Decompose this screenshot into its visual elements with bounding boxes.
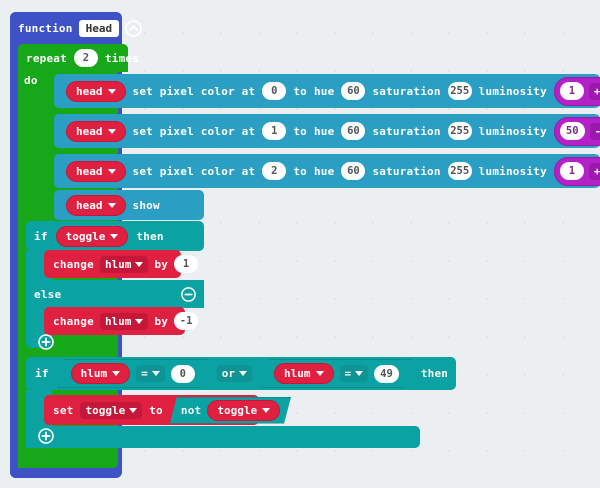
hue-field-1[interactable]: 60 <box>341 82 366 100</box>
target-dropdown-2[interactable]: head <box>66 120 126 142</box>
target-dropdown-1[interactable]: head <box>66 80 126 102</box>
math-block-2[interactable]: 50 - hlum <box>553 116 600 146</box>
math-operator-dropdown-1[interactable]: + <box>588 82 600 100</box>
pixel-index-field-3[interactable]: 2 <box>262 162 287 180</box>
function-block-header[interactable]: function Head <box>10 12 142 44</box>
set-toggle-block[interactable]: set toggle to not toggle <box>44 395 259 425</box>
compare-right-value-field[interactable]: 49 <box>374 365 399 383</box>
else-label: else <box>34 287 62 301</box>
luminosity-label-3: luminosity <box>478 164 547 178</box>
target-dropdown-3[interactable]: head <box>66 160 126 182</box>
minus-circle-icon[interactable] <box>181 286 196 302</box>
hue-label-1: hue <box>313 84 335 98</box>
if-condition-dropdown[interactable]: toggle <box>55 225 129 247</box>
show-label: show <box>132 198 160 212</box>
set-keyword: set <box>53 403 74 417</box>
compare-left-operator-dropdown[interactable]: = <box>136 365 165 382</box>
repeat-count-field[interactable]: 2 <box>73 49 98 67</box>
if-bounds-footer <box>26 426 420 448</box>
pixel-index-field-1[interactable]: 0 <box>262 82 287 100</box>
math-operand-a-3[interactable]: 1 <box>559 162 584 180</box>
repeat-keyword: repeat <box>26 51 67 65</box>
not-label: not <box>180 403 202 417</box>
if-bounds-then-label: then <box>420 367 449 380</box>
repeat-times-label: times <box>104 51 140 65</box>
saturation-field-2[interactable]: 255 <box>447 122 472 140</box>
set-pixel-color-block-1[interactable]: head set pixel color at 0 to hue 60 satu… <box>54 74 600 108</box>
hue-field-2[interactable]: 60 <box>341 122 366 140</box>
show-block[interactable]: head show <box>54 190 204 220</box>
saturation-label-3: saturation <box>372 164 441 178</box>
chevron-up-circle-icon[interactable] <box>125 19 142 37</box>
compare-block-left[interactable]: hlum = 0 <box>58 359 208 388</box>
math-operand-a-2[interactable]: 50 <box>559 122 585 140</box>
to-label-2: to <box>293 124 307 138</box>
saturation-field-1[interactable]: 255 <box>447 82 472 100</box>
if-bounds-label: if <box>35 367 49 380</box>
repeat-do-label: do <box>24 74 38 87</box>
saturation-field-3[interactable]: 255 <box>447 162 472 180</box>
compare-right-var-dropdown[interactable]: hlum <box>274 363 334 384</box>
compare-left-value-field[interactable]: 0 <box>171 365 195 383</box>
pixel-index-field-2[interactable]: 1 <box>262 122 287 140</box>
not-block[interactable]: not toggle <box>170 397 291 424</box>
if-bounds-add-branch-icon-wrap[interactable] <box>38 428 58 448</box>
to-label-3: to <box>293 164 307 178</box>
not-operand-dropdown[interactable]: toggle <box>207 400 280 421</box>
show-target-dropdown[interactable]: head <box>66 194 126 216</box>
hue-label-2: hue <box>313 124 335 138</box>
math-operator-dropdown-2[interactable]: - <box>589 122 600 140</box>
if-toggle-block[interactable]: if toggle then <box>26 221 204 251</box>
set-pixel-label-1: set pixel color at <box>132 84 256 98</box>
change-keyword-then: change <box>53 257 94 271</box>
compare-right-operator-dropdown[interactable]: = <box>340 365 369 382</box>
set-pixel-color-block-3[interactable]: head set pixel color at 2 to hue 60 satu… <box>54 154 600 188</box>
change-amount-field-then[interactable]: 1 <box>174 255 199 273</box>
set-to-label: to <box>149 403 163 417</box>
if-bounds-block[interactable]: if hlum = 0 or hlum = 49 then <box>26 357 456 390</box>
change-variable-dropdown-then[interactable]: hlum <box>99 255 149 273</box>
luminosity-label-2: luminosity <box>478 124 547 138</box>
saturation-label-1: saturation <box>372 84 441 98</box>
to-label-1: to <box>293 84 307 98</box>
then-label: then <box>136 229 164 243</box>
change-keyword-else: change <box>53 314 94 328</box>
change-hlum-block-else[interactable]: change hlum by -1 <box>44 307 199 335</box>
change-variable-dropdown-else[interactable]: hlum <box>99 312 149 330</box>
change-hlum-block-then[interactable]: change hlum by 1 <box>44 250 199 278</box>
hue-label-3: hue <box>313 164 335 178</box>
compare-block-right[interactable]: hlum = 49 <box>261 359 412 388</box>
set-variable-dropdown[interactable]: toggle <box>80 401 143 419</box>
if-toggle-add-branch-icon-wrap[interactable] <box>38 334 58 354</box>
math-operator-dropdown-3[interactable]: + <box>588 162 600 180</box>
logic-join-dropdown[interactable]: or <box>216 365 253 382</box>
plus-circle-icon[interactable] <box>38 334 54 350</box>
repeat-block-header[interactable]: repeat 2 times <box>18 44 139 72</box>
set-pixel-label-3: set pixel color at <box>132 164 256 178</box>
compare-left-var-dropdown[interactable]: hlum <box>71 363 131 384</box>
math-operand-a-1[interactable]: 1 <box>559 82 584 100</box>
if-label: if <box>34 229 48 243</box>
else-section[interactable]: else <box>26 280 204 308</box>
saturation-label-2: saturation <box>372 124 441 138</box>
set-pixel-label-2: set pixel color at <box>132 124 256 138</box>
function-keyword: function <box>18 21 73 35</box>
by-label-then: by <box>154 257 169 271</box>
hue-field-3[interactable]: 60 <box>341 162 366 180</box>
math-block-1[interactable]: 1 + hlum <box>553 76 600 106</box>
math-block-3[interactable]: 1 + hlum <box>553 156 600 186</box>
change-amount-field-else[interactable]: -1 <box>174 312 199 330</box>
luminosity-label-1: luminosity <box>478 84 547 98</box>
by-label-else: by <box>154 314 169 328</box>
set-pixel-color-block-2[interactable]: head set pixel color at 1 to hue 60 satu… <box>54 114 600 148</box>
function-name-field[interactable]: Head <box>78 19 120 37</box>
plus-circle-icon[interactable] <box>38 428 54 444</box>
